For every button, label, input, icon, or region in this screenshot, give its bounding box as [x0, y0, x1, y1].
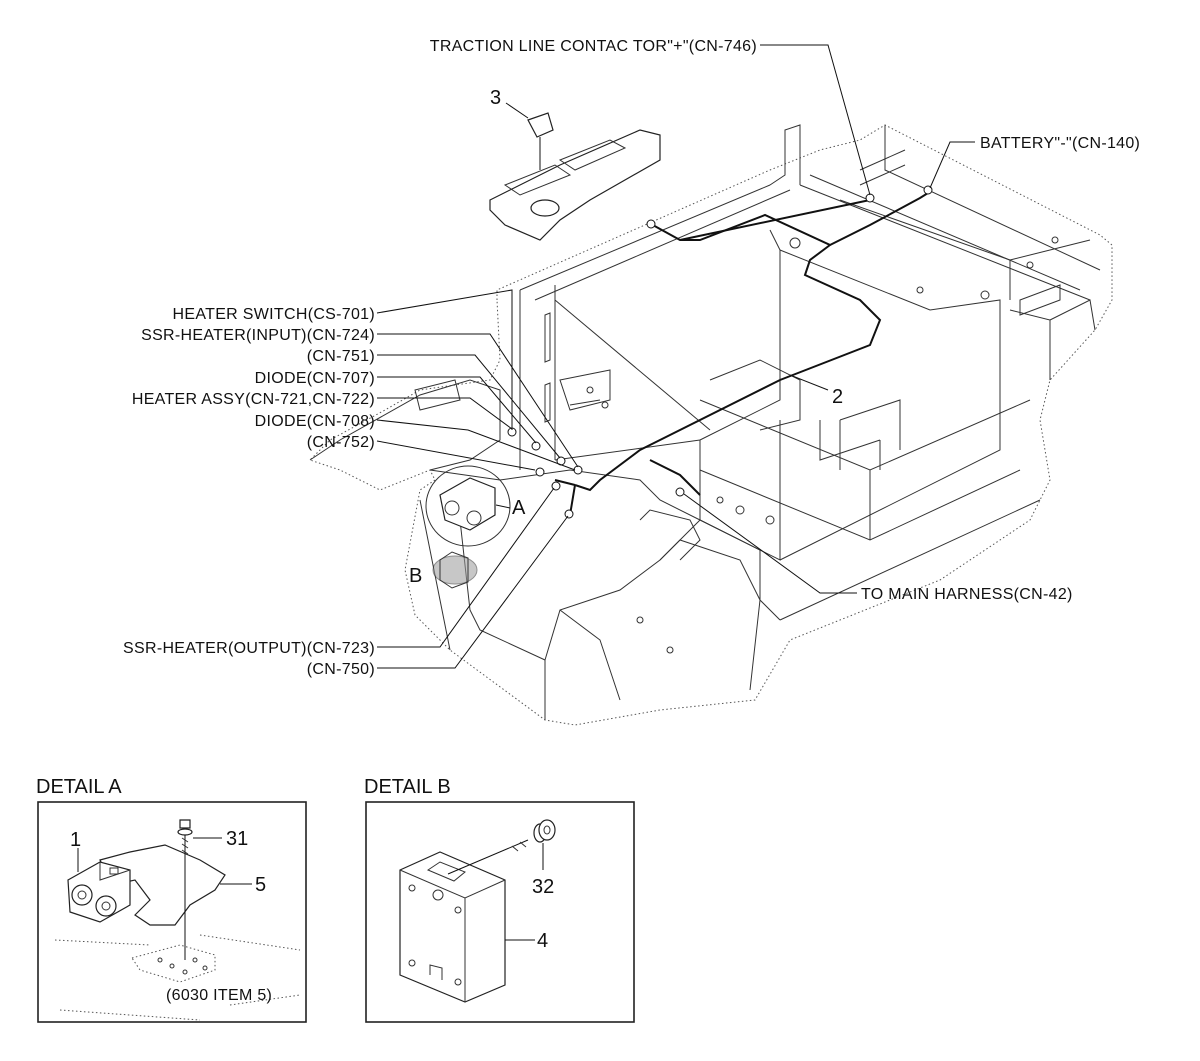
label-diode-707: DIODE(CN-707)	[255, 370, 375, 387]
detail-b-item-4: 4	[537, 930, 548, 952]
callout-item-2: 2	[832, 386, 843, 408]
detail-a-item-5: 5	[255, 874, 266, 896]
detail-b-mark	[432, 551, 478, 589]
label-ssr-heater-output: SSR-HEATER(OUTPUT)(CN-723)	[123, 640, 375, 657]
label-traction-line-contactor: TRACTION LINE CONTAC TOR"+"(CN-746)	[430, 38, 757, 55]
label-cn-751: (CN-751)	[307, 348, 375, 365]
label-cn-750: (CN-750)	[307, 661, 375, 678]
label-cn-752: (CN-752)	[307, 434, 375, 451]
detail-a-note: (6030 ITEM 5)	[166, 987, 272, 1004]
label-to-main-harness: TO MAIN HARNESS(CN-42)	[861, 586, 1073, 603]
callout-item-3: 3	[490, 87, 501, 109]
leader-lines	[376, 44, 975, 669]
label-battery: BATTERY"-"(CN-140)	[980, 135, 1140, 152]
detail-b-title: DETAIL B	[364, 776, 451, 798]
label-heater-assy: HEATER ASSY(CN-721,CN-722)	[132, 391, 375, 408]
callout-detail-a: A	[512, 497, 526, 519]
detail-a-title: DETAIL A	[36, 776, 122, 798]
detail-b-panel: DETAIL B 32 4	[364, 776, 635, 1023]
detail-a-panel: DETAIL A 1 31 5 (6030 ITEM 5)	[36, 776, 307, 1023]
harness-wire	[554, 192, 929, 516]
detail-a-circle	[425, 465, 511, 547]
main-labels: TRACTION LINE CONTAC TOR"+"(CN-746) BATT…	[123, 38, 1140, 678]
detail-a-item-31: 31	[226, 828, 248, 850]
label-diode-708: DIODE(CN-708)	[255, 413, 375, 430]
detail-b-item-32: 32	[532, 876, 554, 898]
detail-a-item-1: 1	[70, 829, 81, 851]
label-ssr-heater-input: SSR-HEATER(INPUT)(CN-724)	[141, 327, 375, 344]
switch-console-drawing	[489, 112, 661, 241]
chassis-frame-drawing	[309, 124, 1113, 726]
label-heater-switch: HEATER SWITCH(CS-701)	[173, 306, 375, 323]
callout-detail-b: B	[409, 565, 422, 587]
